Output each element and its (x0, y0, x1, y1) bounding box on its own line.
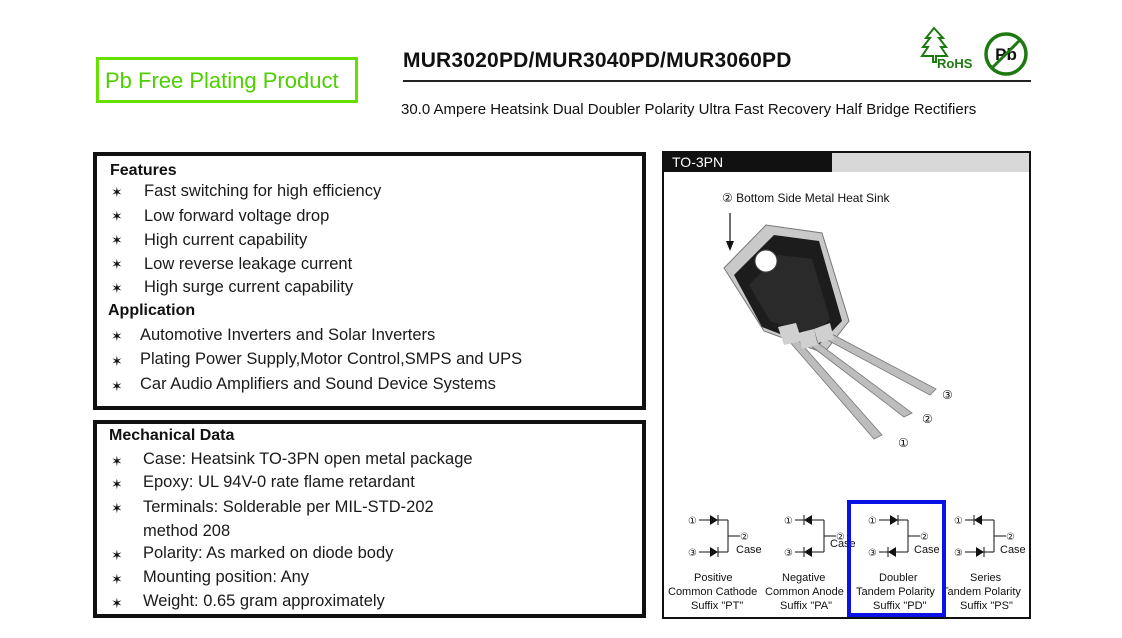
selected-variant-highlight (847, 500, 946, 617)
pb-free-label: Pb Free Plating Product (105, 68, 339, 93)
svg-text:③: ③ (784, 548, 793, 559)
heatsink-label: ② Bottom Side Metal Heat Sink (722, 191, 890, 205)
variant-positive-line2: Common Cathode (668, 586, 758, 598)
svg-text:②: ② (1006, 532, 1015, 543)
mechanical-item: Weight: 0.65 gram approximately (143, 592, 385, 610)
variant-doubler-line2: Tandem Polarity (856, 586, 935, 598)
mechanical-item: Case: Heatsink TO-3PN open metal package (143, 450, 473, 468)
diagram-doubler-tandem: ① ③ ② (868, 510, 958, 560)
diagram-positive-common-cathode: ① ③ ② (688, 510, 778, 560)
bullet-icon: ✶ (111, 571, 123, 587)
bullet-icon: ✶ (111, 208, 123, 224)
bullet-icon: ✶ (111, 280, 123, 296)
svg-text:②: ② (740, 532, 749, 543)
package-panel: TO-3PN ② Bottom Side Metal Heat Sink ③ ②… (662, 151, 1031, 619)
case-label: Case (914, 544, 940, 556)
application-heading: Application (108, 302, 196, 319)
bullet-icon: ✶ (111, 453, 123, 469)
features-box: Features ✶ Fast switching for high effic… (93, 152, 646, 410)
case-label: Case (1000, 544, 1026, 556)
variant-positive-line1: Positive (694, 572, 733, 584)
variant-series-line2: Tandem Polarity (942, 586, 1021, 598)
rohs-label: RoHS (937, 56, 973, 71)
package-name: TO-3PN (672, 154, 724, 170)
page-subtitle: 30.0 Ampere Heatsink Dual Doubler Polari… (401, 101, 977, 118)
feature-item: Low forward voltage drop (144, 207, 330, 225)
diagram-series-tandem: ① ③ ② (954, 510, 1044, 560)
bullet-icon: ✶ (111, 353, 123, 369)
variant-doubler-line1: Doubler (879, 572, 918, 584)
svg-text:①: ① (688, 516, 697, 527)
pb-free-badge: Pb Free Plating Product (96, 57, 358, 103)
variant-negative-suffix: Suffix "PA" (780, 600, 833, 612)
bullet-icon: ✶ (111, 256, 123, 272)
application-item: Automotive Inverters and Solar Inverters (140, 326, 436, 344)
variant-positive-suffix: Suffix "PT" (691, 600, 744, 612)
mechanical-item: Terminals: Solderable per MIL-STD-202 (143, 498, 434, 516)
mechanical-item: Polarity: As marked on diode body (143, 544, 394, 562)
package-header: TO-3PN (664, 153, 832, 172)
feature-item: Low reverse leakage current (144, 255, 353, 273)
application-item: Car Audio Amplifiers and Sound Device Sy… (140, 375, 496, 393)
svg-text:②: ② (920, 532, 929, 543)
mechanical-item: Mounting position: Any (143, 568, 310, 586)
variant-negative-line1: Negative (782, 572, 826, 584)
title-divider (403, 80, 1031, 82)
bullet-icon: ✶ (111, 595, 123, 611)
application-item: Plating Power Supply,Motor Control,SMPS … (140, 350, 523, 368)
package-header-fill (832, 153, 1029, 172)
bullet-icon: ✶ (111, 476, 123, 492)
mechanical-heading: Mechanical Data (109, 427, 235, 444)
tree-icon (920, 26, 949, 63)
svg-text:①: ① (868, 516, 877, 527)
bullet-icon: ✶ (111, 328, 123, 344)
page-title: MUR3020PD/MUR3040PD/MUR3060PD (403, 49, 792, 72)
bullet-icon: ✶ (111, 184, 123, 200)
feature-item: Fast switching for high efficiency (144, 182, 382, 200)
mechanical-data-box: Mechanical Data ✶ Case: Heatsink TO-3PN … (93, 420, 646, 618)
pin-1-label: ① (898, 436, 909, 450)
variant-series-suffix: Suffix "PS" (960, 600, 1013, 612)
svg-text:②: ② (836, 532, 845, 543)
variant-doubler-suffix: Suffix "PD" (873, 600, 927, 612)
bullet-icon: ✶ (111, 500, 123, 516)
rohs-logo: RoHS (920, 26, 972, 74)
feature-item: High current capability (144, 231, 308, 249)
to3pn-package-image (723, 213, 937, 440)
svg-text:①: ① (954, 516, 963, 527)
svg-text:①: ① (784, 516, 793, 527)
pin-2-label: ② (922, 412, 933, 426)
svg-text:③: ③ (688, 548, 697, 559)
feature-item: High surge current capability (144, 278, 354, 296)
variant-series-line1: Series (970, 572, 1002, 584)
features-heading: Features (110, 162, 177, 179)
bullet-icon: ✶ (111, 547, 123, 563)
mechanical-item: method 208 (143, 522, 231, 540)
bullet-icon: ✶ (111, 378, 123, 394)
lead-free-icon: Pb (983, 31, 1029, 77)
svg-text:③: ③ (868, 548, 877, 559)
variant-negative-line2: Common Anode (765, 586, 844, 598)
case-label: Case (736, 544, 762, 556)
bullet-icon: ✶ (111, 232, 123, 248)
diagram-negative-common-anode: ① ③ ② (784, 510, 874, 560)
pin-3-label: ③ (942, 388, 953, 402)
svg-text:③: ③ (954, 548, 963, 559)
mechanical-item: Epoxy: UL 94V-0 rate flame retardant (143, 473, 415, 491)
